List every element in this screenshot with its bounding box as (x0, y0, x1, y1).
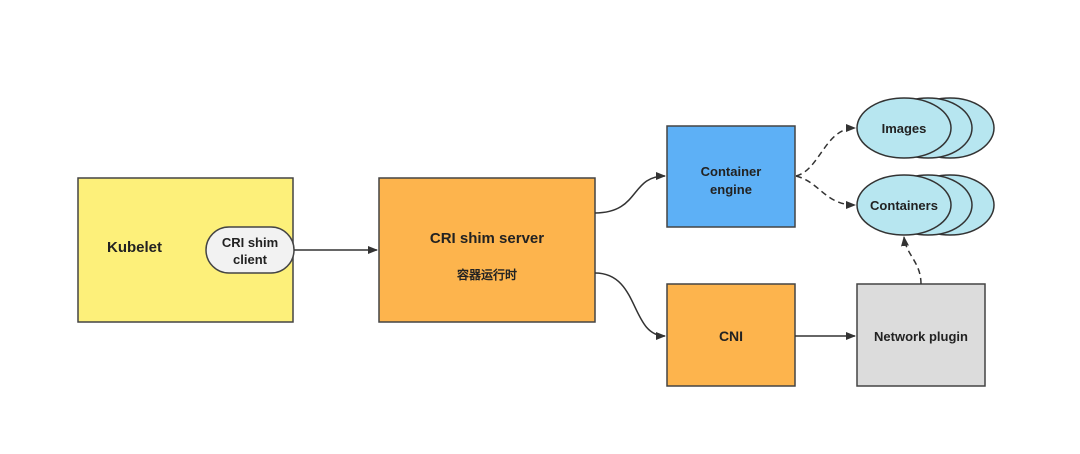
cri-shim-server-sublabel: 容器运行时 (456, 267, 517, 282)
cni-box (666, 283, 796, 387)
cri-shim-client-label-line1: CRI shim (222, 235, 278, 250)
images-label: Images (882, 121, 927, 136)
edge-engine-to-containers (795, 175, 856, 209)
cni-node: CNI (666, 283, 796, 387)
images-ellipse-front (856, 97, 952, 159)
cni-label: CNI (719, 328, 743, 344)
network-plugin-label: Network plugin (874, 329, 968, 344)
container-engine-label-line2: engine (710, 182, 752, 197)
container-engine-node: Container engine (666, 125, 796, 228)
cri-shim-server-box (378, 177, 596, 323)
edge-server-to-container-engine (594, 172, 666, 214)
containers-ellipse-front (856, 174, 952, 236)
edge-network-plugin-to-containers (901, 236, 922, 285)
container-engine-box (666, 125, 796, 228)
edges (294, 124, 922, 340)
containers-label: Containers (870, 198, 938, 213)
network-plugin-box (856, 283, 986, 387)
images-node: Images (856, 97, 995, 159)
container-engine-label-line1: Container (701, 164, 762, 179)
containers-node: Containers (856, 174, 995, 236)
cri-shim-server-label: CRI shim server (430, 230, 544, 247)
kubelet-label: Kubelet (107, 239, 162, 256)
network-plugin-node: Network plugin (856, 283, 986, 387)
edge-server-to-cni (594, 272, 666, 340)
cri-shim-server-node: CRI shim server 容器运行时 (378, 177, 596, 323)
edge-engine-to-images (795, 124, 856, 177)
cri-shim-client-label-line2: client (233, 252, 268, 267)
cri-shim-client-node: CRI shim client (205, 226, 295, 274)
